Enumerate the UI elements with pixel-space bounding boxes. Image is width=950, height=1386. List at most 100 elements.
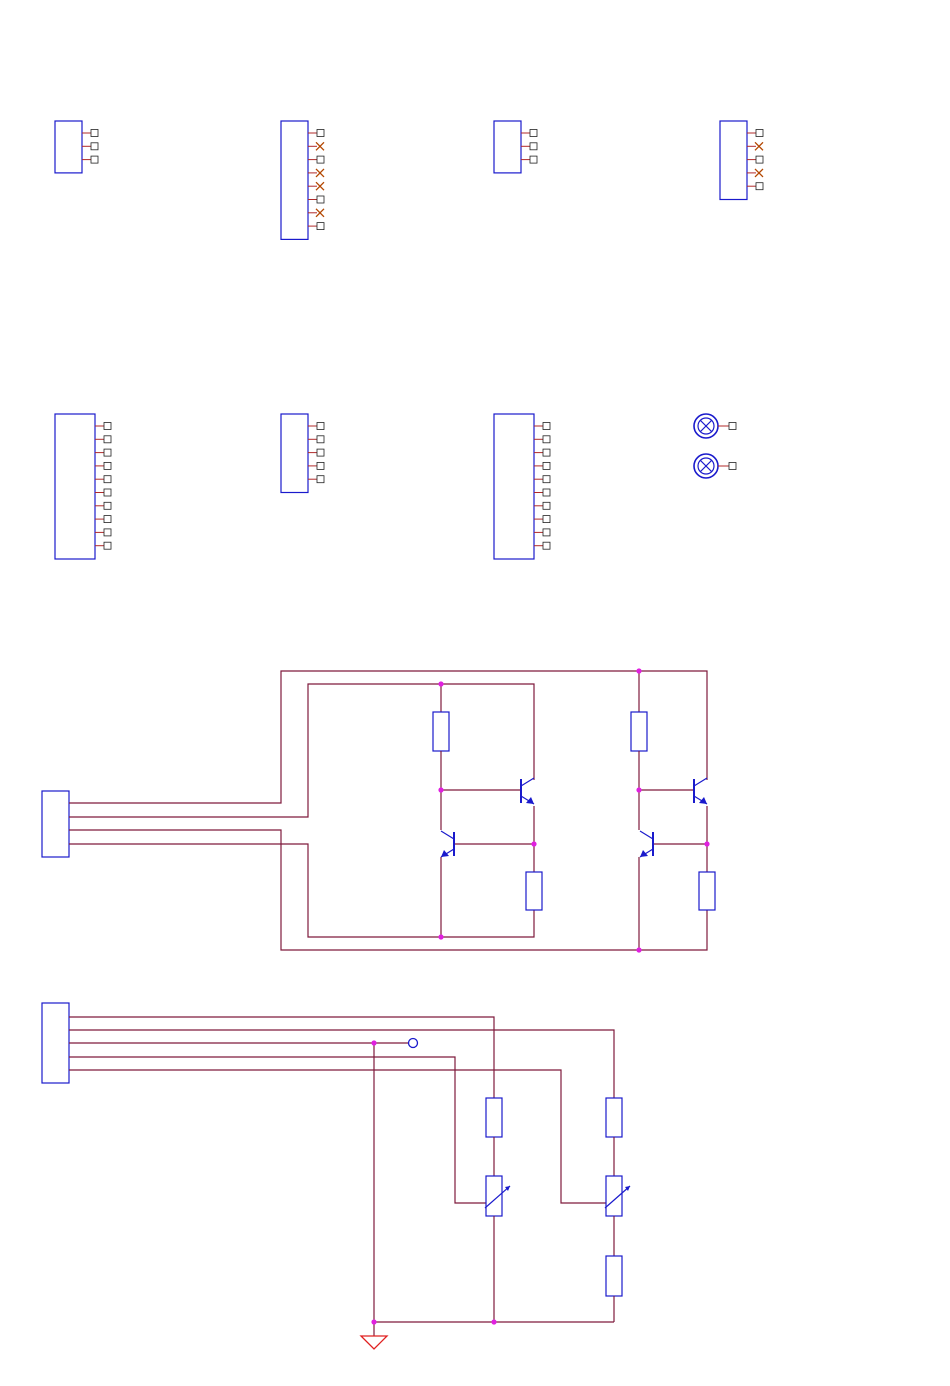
connector-5pin bbox=[720, 121, 763, 200]
pin-pad-icon bbox=[543, 423, 550, 430]
resistor bbox=[606, 1256, 622, 1296]
transistor bbox=[640, 831, 653, 857]
connector-pin bbox=[534, 529, 550, 536]
sensor-connector bbox=[42, 1003, 69, 1083]
mounting-hole bbox=[694, 414, 736, 438]
mounting-hole bbox=[694, 454, 736, 478]
pin-pad-icon bbox=[104, 476, 111, 483]
connector-pin bbox=[82, 130, 98, 137]
transistor-collector bbox=[694, 778, 707, 786]
connector-10pin-a bbox=[55, 414, 111, 559]
pin-pad-icon bbox=[91, 130, 98, 137]
pin-pad-icon bbox=[317, 196, 324, 203]
pin-pad-icon bbox=[104, 423, 111, 430]
connector-row-middle bbox=[55, 414, 550, 559]
transistor bbox=[441, 831, 454, 857]
connector-pin bbox=[95, 476, 111, 483]
wire bbox=[69, 1057, 487, 1203]
pin-pad-icon bbox=[530, 156, 537, 163]
pin-pad-icon bbox=[543, 489, 550, 496]
transistor-collector bbox=[640, 831, 653, 839]
pin-pad-icon bbox=[543, 529, 550, 536]
connector-pin bbox=[308, 169, 324, 177]
pin-pad-icon bbox=[543, 542, 550, 549]
connector-pin bbox=[308, 196, 324, 203]
connector-body bbox=[281, 121, 308, 239]
pin-pad-icon bbox=[756, 156, 763, 163]
connector-pin bbox=[534, 542, 550, 549]
resistor bbox=[606, 1098, 622, 1137]
connector-pin bbox=[95, 489, 111, 496]
pin-pad-icon bbox=[317, 462, 324, 469]
connector-pin bbox=[521, 156, 537, 163]
potentiometer-body bbox=[606, 1176, 622, 1216]
wire bbox=[69, 1070, 607, 1203]
connector-pin bbox=[308, 130, 324, 137]
pin-pad-icon bbox=[91, 156, 98, 163]
pin-pad-icon bbox=[317, 423, 324, 430]
connector-row-top bbox=[55, 121, 763, 239]
pin-pad-icon bbox=[543, 476, 550, 483]
pin-pad-icon bbox=[104, 489, 111, 496]
driver-connector bbox=[42, 791, 69, 857]
pin-pad-icon bbox=[104, 449, 111, 456]
connector-8pin bbox=[281, 121, 324, 239]
connector-3pin-a bbox=[55, 121, 98, 173]
connector-pin bbox=[95, 542, 111, 549]
junction-dot bbox=[438, 681, 443, 686]
junction-dot bbox=[438, 934, 443, 939]
connector-pin bbox=[95, 436, 111, 443]
connector-pin bbox=[308, 223, 324, 230]
potentiometer bbox=[485, 1176, 510, 1216]
junction-dot bbox=[491, 1319, 496, 1324]
resistor bbox=[486, 1098, 502, 1137]
pin-pad-icon bbox=[104, 502, 111, 509]
connector-pin bbox=[534, 476, 550, 483]
junction-dot bbox=[438, 787, 443, 792]
pin-pad-icon bbox=[756, 183, 763, 190]
connector-pin bbox=[308, 476, 324, 483]
pin-pad-icon bbox=[543, 516, 550, 523]
connector-pin bbox=[747, 169, 763, 177]
transistor bbox=[694, 778, 707, 804]
pin-pad-icon bbox=[543, 436, 550, 443]
connector-10pin-b bbox=[494, 414, 550, 559]
pin-pad-icon bbox=[543, 462, 550, 469]
wire bbox=[69, 671, 707, 803]
potentiometer bbox=[605, 1176, 630, 1216]
pin-pad-icon bbox=[729, 463, 736, 470]
pin-pad-icon bbox=[543, 502, 550, 509]
wire bbox=[69, 830, 707, 950]
pin-pad-icon bbox=[91, 143, 98, 150]
connector-pin bbox=[95, 462, 111, 469]
connector-3pin-b bbox=[494, 121, 537, 173]
pin-pad-icon bbox=[104, 516, 111, 523]
pin-pad-icon bbox=[756, 130, 763, 137]
connector-pin bbox=[308, 209, 324, 217]
junction-dot bbox=[531, 841, 536, 846]
pin-pad-icon bbox=[104, 436, 111, 443]
connector-pin bbox=[521, 143, 537, 150]
connector-pin bbox=[534, 516, 550, 523]
connector-pin bbox=[95, 516, 111, 523]
connector-pin bbox=[95, 529, 111, 536]
pin-pad-icon bbox=[729, 423, 736, 430]
pin-pad-icon bbox=[317, 449, 324, 456]
connector-body bbox=[281, 414, 308, 493]
connector-pin bbox=[95, 449, 111, 456]
resistor bbox=[699, 872, 715, 910]
pin-pad-icon bbox=[104, 529, 111, 536]
connector-pin bbox=[534, 502, 550, 509]
connector-pin bbox=[308, 156, 324, 163]
connector-pin bbox=[534, 449, 550, 456]
pin-pad-icon bbox=[530, 130, 537, 137]
connector-pin bbox=[534, 423, 550, 430]
junction-dot bbox=[636, 787, 641, 792]
connector-pin bbox=[308, 142, 324, 150]
potentiometer-body bbox=[486, 1176, 502, 1216]
connector-pin bbox=[95, 502, 111, 509]
resistor bbox=[631, 712, 647, 751]
ground-icon bbox=[361, 1336, 387, 1349]
connector-pin bbox=[308, 449, 324, 456]
